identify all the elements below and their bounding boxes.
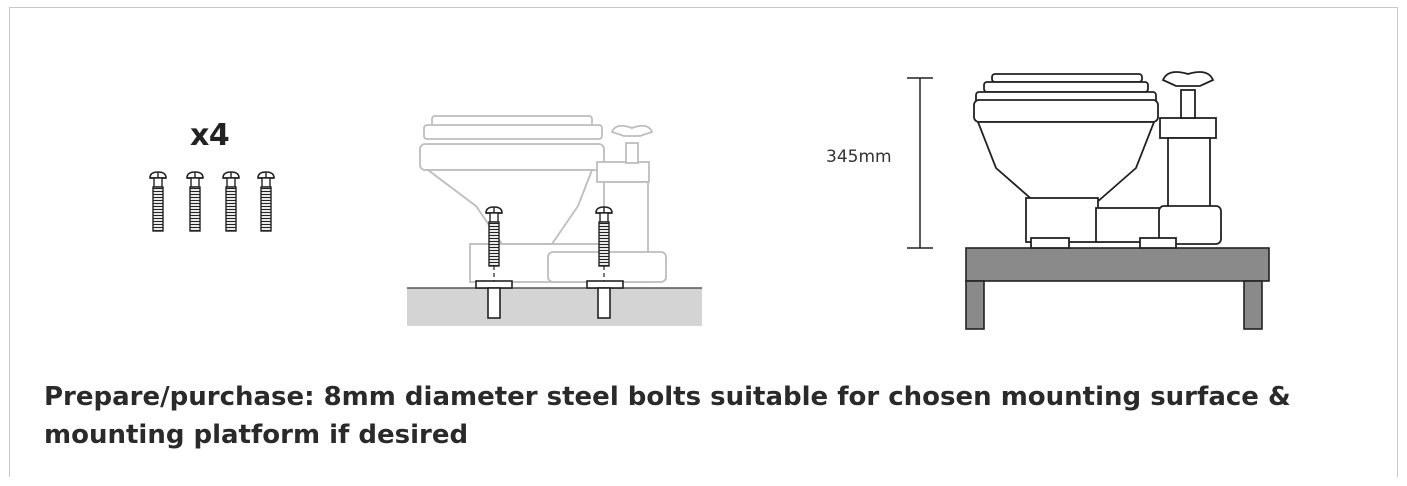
screw-icon: [222, 171, 240, 232]
instruction-caption: Prepare/purchase: 8mm diameter steel bol…: [44, 382, 1291, 450]
mounting-platform-icon: [965, 247, 1270, 330]
diagram-frame: [9, 7, 1398, 477]
screw-group: [149, 171, 275, 232]
toilet-on-deck: [407, 115, 702, 326]
toilet-on-platform: [907, 71, 1270, 330]
dimension-arrow-icon: [907, 77, 933, 249]
dimension-label: 345mm: [826, 147, 892, 167]
toilet-icon: [973, 71, 1222, 249]
screw-icon: [186, 171, 204, 232]
screw-icon: [257, 171, 275, 232]
mounting-surface: [407, 288, 702, 326]
screw-icon: [149, 171, 167, 232]
toilet-icon: [419, 115, 667, 283]
quantity-label: x4: [190, 118, 230, 153]
